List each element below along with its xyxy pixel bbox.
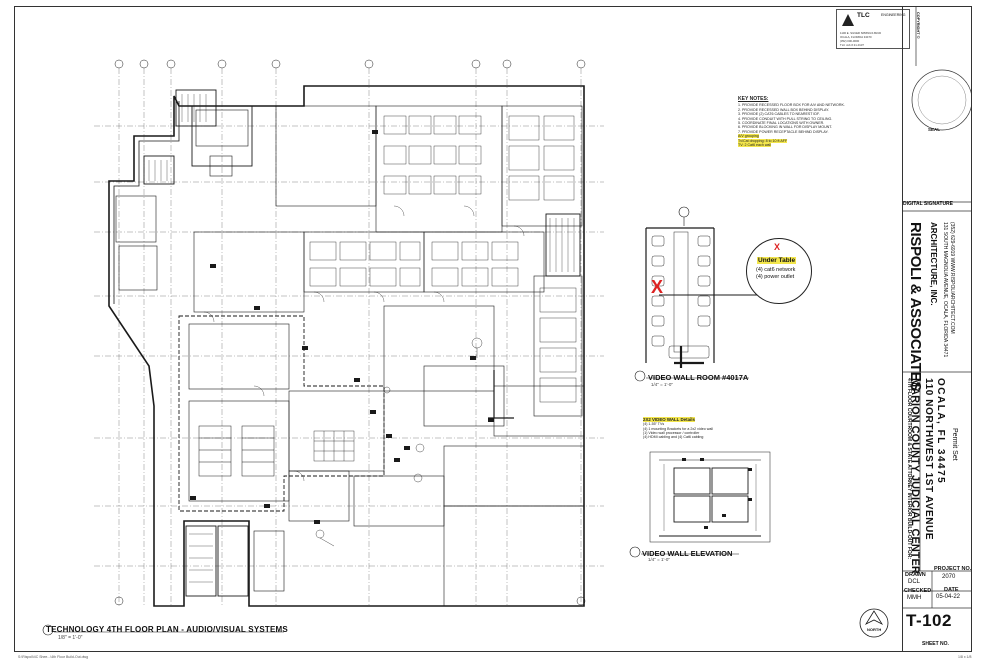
- under-table-callout: X Under Table (4) cat6 network (4) power…: [746, 238, 812, 304]
- callout-line-power: (4) power outlet: [756, 274, 795, 280]
- sheet-number-label: SHEET NO.: [922, 641, 949, 647]
- footer-file-path: S:\Rispoli\4C Shee...\4th Floor Build-Ou…: [18, 655, 89, 659]
- project-address: 110 NORTHWEST 1ST AVENUE: [923, 378, 934, 541]
- firm-address: 131 SOUTH MAGNOLIA AVENUE, OCALA, FLORID…: [942, 222, 948, 358]
- digital-signature-label: DIGITAL SIGNATURE: [903, 201, 953, 207]
- video-wall-elevation-title: VIDEO WALL ELEVATION: [642, 549, 733, 558]
- video-wall-room-scale: 1/4" = 1'-0": [651, 382, 673, 387]
- details-line-3: (1) Video wall processor / controller: [643, 430, 700, 435]
- floor-plan-drawing: [42, 59, 889, 638]
- title-block: [902, 6, 972, 652]
- drawn-label: DRAWN: [905, 572, 926, 578]
- key-note-highlight-1: A/V grouping: [738, 134, 759, 139]
- engineer-line-3: (352) 000-0000: [840, 39, 860, 43]
- seal-circle: [911, 69, 972, 131]
- video-wall-room-title: VIDEO WALL ROOM #4017A: [648, 373, 749, 382]
- footer-scale: 1/8 x 1/8: [958, 655, 972, 659]
- red-x-mark: X: [651, 277, 664, 297]
- details-heading: 2X2 VIDEO WALL Details: [643, 417, 695, 422]
- callout-x-mark: X: [774, 242, 781, 252]
- seal-label: SEAL: [928, 127, 941, 132]
- key-note-highlight-2: Tv/Cat dropping: 8 to 10 ft AFF: [738, 138, 788, 143]
- callout-line-network: (4) cat6 network: [756, 267, 796, 273]
- video-wall-room-plan: [645, 206, 762, 368]
- details-line-4: (4) HDMI cabling and (4) Cat6 cabling: [643, 435, 704, 440]
- title-block-lines: [902, 6, 972, 609]
- copyright-label: COPYRIGHT ©: [916, 12, 920, 39]
- firm-name-2: ARCHITECTURE, INC.: [929, 222, 938, 306]
- key-note-6: 6. PROVIDE BLOCKING IN WALL FOR DISPLAY …: [738, 125, 833, 130]
- project-no-value: 2070: [942, 574, 956, 580]
- plan-scale: 1/8" = 1'-0": [58, 635, 83, 641]
- sheet-border: [14, 6, 972, 652]
- key-note-1: 1. PROVIDE RECESSED FLOOR BOX FOR A/V AN…: [738, 103, 845, 108]
- north-arrow-drawing: [859, 608, 889, 638]
- engineer-line-1: 1100 E. SILVER SPRINGS BLVD: [840, 31, 882, 35]
- date-label: DATE: [944, 587, 959, 593]
- project-city: OCALA, FL 34475: [935, 378, 946, 485]
- checked-label: CHECKED: [904, 588, 932, 594]
- sheet-number: T-102: [906, 611, 952, 630]
- plan-title: TECHNOLOGY 4TH FLOOR PLAN - AUDIO/VISUAL…: [46, 625, 288, 634]
- engineer-line-2: OCALA, FLORIDA 34470: [840, 35, 872, 39]
- engineer-stamp: TLC ENGINEERING 1100 E. SILVER SPRINGS B…: [836, 9, 910, 49]
- date-value: 05-04-22: [936, 594, 961, 600]
- video-wall-details: 2X2 VIDEO WALL Details (4) 1-55" TVs (4)…: [643, 417, 763, 440]
- key-note-5: 5. COORDINATE FINAL LOCATIONS WITH OWNER…: [738, 121, 825, 126]
- project-name: MARION COUNTY JUDICIAL CENTER: [909, 378, 921, 574]
- callout-title: Under Table: [757, 257, 797, 264]
- video-wall-elevation-scale: 1/4" = 1'-0": [648, 557, 670, 562]
- project-phase: Permit Set: [951, 428, 958, 461]
- key-note-highlight-3: TV: 2 Cat6 each wall: [738, 143, 772, 148]
- engineer-sub: ENGINEERING: [881, 13, 906, 17]
- key-notes: KEY NOTES: 1. PROVIDE RECESSED FLOOR BOX…: [738, 96, 850, 148]
- north-label: NORTH: [867, 627, 882, 632]
- drawn-value: DCL: [908, 579, 921, 585]
- engineer-line-4: TLC Job # 21-0137: [840, 43, 864, 47]
- key-note-3: 3. PROVIDE (2) CAT6 CABLES TO NEAREST ID…: [738, 112, 820, 117]
- key-notes-heading: KEY NOTES:: [738, 96, 769, 102]
- key-note-4: 4. PROVIDE CONDUIT WITH PULL STRING TO C…: [738, 116, 833, 121]
- engineer-name: TLC: [857, 12, 870, 19]
- firm-name: RISPOLI & ASSOCIATES: [907, 222, 924, 392]
- key-note-2: 2. PROVIDE RECESSED WALL BOX BEHIND DISP…: [738, 107, 830, 112]
- details-line-1: (4) 1-55" TVs: [643, 422, 665, 427]
- checked-value: MMH: [907, 595, 922, 601]
- firm-contact: (352) 629-6919 WWW.RISPOLIARCHITECT.COM: [949, 222, 955, 334]
- tlc-logo-icon: [842, 14, 854, 26]
- video-wall-elevation-drawing: [649, 451, 771, 543]
- details-line-2: (4) 1 mounting Brackets for a 2x2 video …: [643, 426, 713, 431]
- key-note-7: 7. PROVIDE POWER RECEPTACLE BEHIND DISPL…: [738, 129, 829, 134]
- project-no-label: PROJECT NO.: [934, 566, 972, 572]
